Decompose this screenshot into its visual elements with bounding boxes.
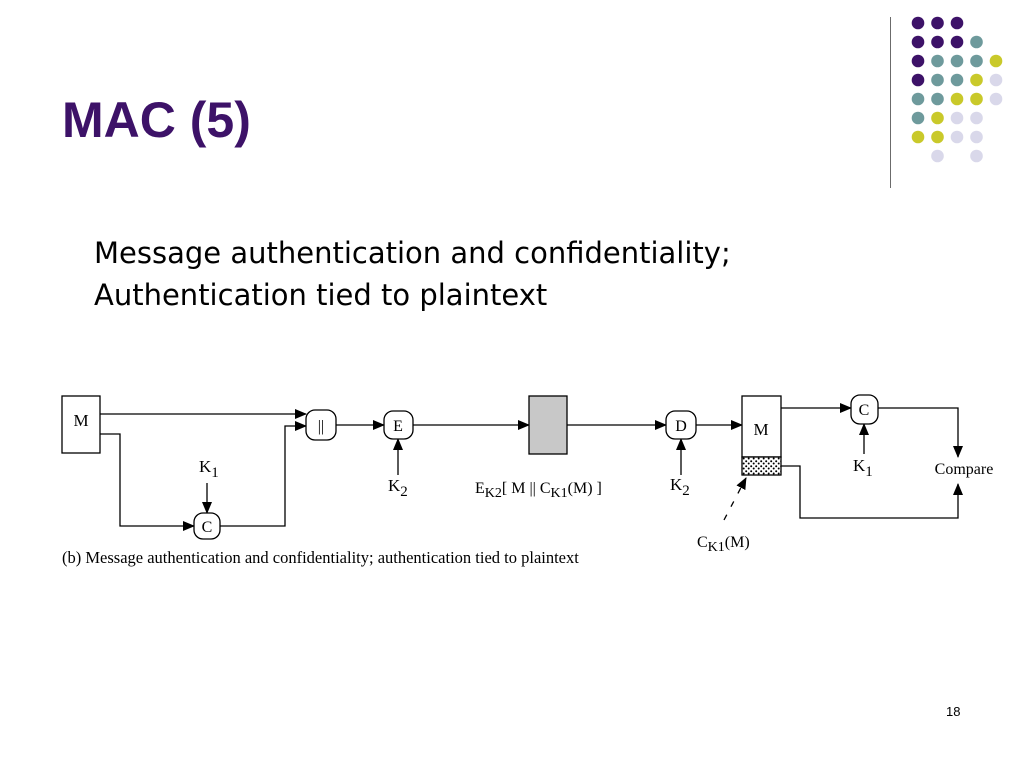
decrypt-node [665, 410, 697, 440]
key-k2-decrypt: K2 [670, 475, 690, 499]
decrypt-label: D [675, 418, 687, 435]
concat-node [305, 409, 337, 441]
decorative-dot [989, 73, 1003, 87]
decorative-dot [989, 54, 1003, 68]
decorative-dot [911, 130, 925, 144]
decorative-dot [931, 149, 944, 163]
decorative-dot [911, 35, 925, 49]
decorative-dot [970, 54, 983, 68]
decorative-dot [931, 35, 944, 49]
decorative-dot [911, 54, 925, 68]
slide-number: 18 [946, 704, 961, 719]
decorative-dot-grid [911, 16, 1003, 163]
decorative-dot [950, 73, 964, 87]
decorative-dot [970, 111, 983, 125]
decorative-dot [911, 16, 925, 30]
decorative-dot [931, 130, 944, 144]
decorative-dot [970, 149, 983, 163]
message-source-label: M [73, 411, 88, 430]
key-k1-dest: K1 [853, 456, 873, 480]
message-dest-label: M [753, 420, 768, 439]
message-source-box [61, 395, 101, 454]
decorative-dot [970, 130, 983, 144]
decorative-dot [989, 92, 1003, 106]
decorative-dot [931, 92, 944, 106]
decorative-dot [911, 92, 925, 106]
decorative-dot [931, 111, 944, 125]
decorative-dot [911, 73, 925, 87]
decorative-dot [911, 111, 925, 125]
decorative-dot [970, 35, 983, 49]
key-k1-source: K1 [199, 457, 219, 481]
decorative-dot [931, 16, 944, 30]
decorative-dot [931, 73, 944, 87]
mac-tag-block [741, 456, 782, 476]
decorative-dot [931, 54, 944, 68]
mac-source-label: C [202, 519, 213, 536]
mac-source-node [193, 512, 221, 540]
decorative-dot [950, 130, 964, 144]
ciphertext-label: EK2[ M || CK1(M) ] [475, 480, 602, 501]
decorative-dot [950, 54, 964, 68]
key-k2-encrypt: K2 [388, 476, 408, 500]
encrypt-label: E [393, 418, 403, 435]
diagram-caption: (b) Message authentication and confident… [62, 548, 579, 567]
decorative-dot [950, 35, 964, 49]
decorative-divider [890, 17, 891, 188]
mac-flow-diagram: M || E D M C C Compare K1 K2 K2 K1 EK2[ … [61, 394, 994, 567]
mac-tag-label: CK1(M) [697, 534, 750, 555]
decorative-dot [950, 16, 964, 30]
mac-dest-label: C [859, 402, 870, 419]
slide-subtitle: Message authentication and confidentiali… [94, 232, 731, 316]
subtitle-line-1: Message authentication and confidentiali… [94, 236, 731, 270]
ciphertext-block [528, 395, 568, 455]
decorative-dot [950, 111, 964, 125]
compare-label: Compare [935, 461, 994, 478]
subtitle-line-2: Authentication tied to plaintext [94, 278, 548, 312]
decorative-dot [950, 92, 964, 106]
slide-title: MAC (5) [62, 92, 251, 148]
concat-label: || [318, 418, 324, 435]
decorative-dot [970, 73, 983, 87]
decorative-dot [970, 92, 983, 106]
mac-dest-node [850, 394, 879, 425]
message-dest-box [741, 395, 782, 458]
encrypt-node [383, 410, 414, 440]
